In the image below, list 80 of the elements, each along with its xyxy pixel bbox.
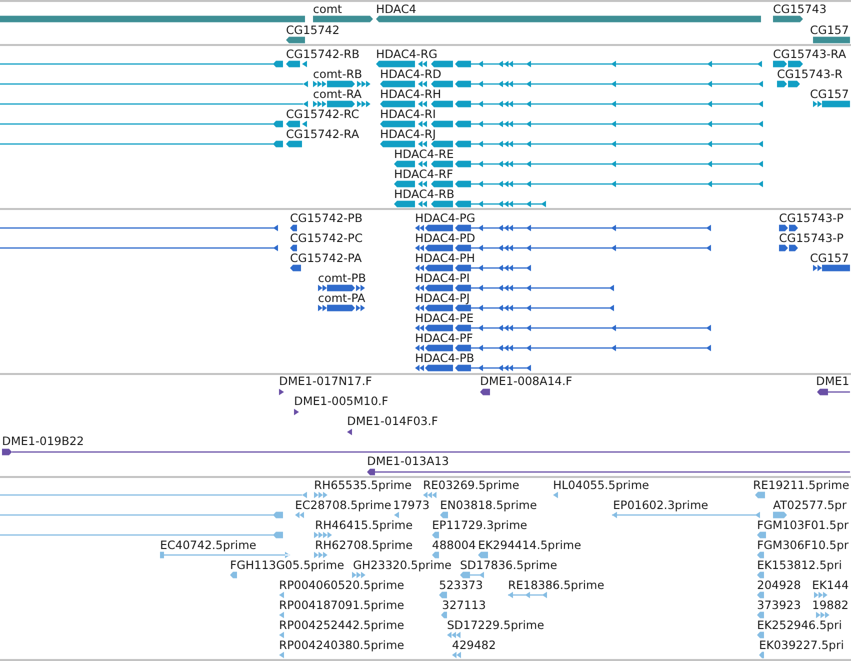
- transcript-label: CG15742-RA: [286, 128, 360, 140]
- est-label: RP004240380.5prime: [279, 639, 404, 651]
- clone-label: DME1-013A13: [367, 455, 449, 467]
- est-label: RP004060520.5prime: [279, 579, 404, 591]
- transcript-label: HDAC4-RF: [394, 168, 454, 180]
- est-label: 488004: [432, 539, 476, 551]
- est-label: EK039227.5pri: [759, 639, 844, 651]
- transcript-label: CG15742-RB: [286, 48, 360, 60]
- est-label: FGM103F01.5pr: [757, 519, 849, 531]
- protein-label: comt-PA: [318, 292, 366, 304]
- protein-label: CG157: [810, 252, 849, 264]
- protein-label: HDAC4-PD: [415, 232, 476, 244]
- protein-label: CG15742-PB: [290, 212, 362, 224]
- gene-label: CG157: [810, 24, 849, 36]
- est-label: 17973: [393, 499, 430, 511]
- protein-label: CG15743-P: [779, 212, 844, 224]
- est-label: RE03269.5prime: [423, 479, 520, 491]
- est-label: RE18386.5prime: [508, 579, 604, 591]
- clone-label: DME1-008A14.F: [480, 375, 572, 387]
- est-label: EC28708.5prime: [295, 499, 392, 511]
- est-label: EK252946.5pri: [757, 619, 842, 631]
- gene-label: CG15742: [286, 24, 340, 36]
- est-label: EP11729.3prime: [432, 519, 528, 531]
- est-label: SD17229.5prime: [447, 619, 544, 631]
- est-label: 429482: [452, 639, 496, 651]
- est-label: RP004252442.5prime: [279, 619, 404, 631]
- est-label: EK294414.5prime: [478, 539, 582, 551]
- est-label: GH23320.5prime: [353, 559, 452, 571]
- protein-label: HDAC4-PE: [415, 312, 474, 324]
- transcript-label: HDAC4-RH: [380, 88, 442, 100]
- transcript-label: CG15743-R: [777, 68, 843, 80]
- est-label: HL04055.5prime: [553, 479, 650, 491]
- transcript-label: HDAC4-RE: [394, 148, 454, 160]
- est-label: EP01602.3prime: [613, 499, 708, 511]
- est-label: 19882: [812, 599, 849, 611]
- est-label: EK153812.5pri: [757, 559, 842, 571]
- est-label: 373923: [757, 599, 801, 611]
- transcript-label: CG15743-RA: [773, 48, 846, 60]
- est-label: FGM306F10.5pr: [757, 539, 849, 551]
- protein-label: CG15743-P: [779, 232, 844, 244]
- est-label: RE19211.5prime: [753, 479, 850, 491]
- est-label: FGH113G05.5prime: [230, 559, 344, 571]
- est-label: EK144: [812, 579, 849, 591]
- est-label: RH46415.5prime: [315, 519, 413, 531]
- gene-label: HDAC4: [376, 3, 416, 15]
- est-label: EN03818.5prime: [440, 499, 537, 511]
- clone-label: DME1-005M10.F: [294, 395, 388, 407]
- transcript-label: CG157: [810, 88, 849, 100]
- protein-label: HDAC4-PJ: [415, 292, 470, 304]
- clone-label: DME1-014F03.F: [347, 415, 438, 427]
- transcript-label: HDAC4-RI: [380, 108, 436, 120]
- transcript-label: comt-RB: [313, 68, 362, 80]
- protein-label: HDAC4-PF: [415, 332, 474, 344]
- transcript-label: HDAC4-RD: [380, 68, 442, 80]
- protein-label: HDAC4-PG: [415, 212, 476, 224]
- gene-label: CG15743: [773, 3, 827, 15]
- est-label: 327113: [442, 599, 486, 611]
- protein-label: comt-PB: [318, 272, 366, 284]
- clone-label: DME1-017N17.F: [279, 375, 372, 387]
- transcript-label: HDAC4-RB: [394, 188, 454, 200]
- est-label: RP004187091.5prime: [279, 599, 404, 611]
- transcript-label: CG15742-RC: [286, 108, 360, 120]
- protein-label: CG15742-PC: [290, 232, 363, 244]
- protein-label: CG15742-PA: [290, 252, 362, 264]
- gene-label: comt: [313, 3, 342, 15]
- protein-label: HDAC4-PH: [415, 252, 476, 264]
- transcript-label: HDAC4-RJ: [380, 128, 436, 140]
- clone-label: DME1-019B22: [2, 435, 84, 447]
- est-label: 523373: [439, 579, 483, 591]
- est-label: EC40742.5prime: [160, 539, 256, 551]
- clone-label: DME1: [816, 375, 850, 387]
- transcript-label: comt-RA: [313, 88, 362, 100]
- transcript-label: HDAC4-RG: [376, 48, 438, 60]
- protein-label: HDAC4-PI: [415, 272, 470, 284]
- est-label: RH62708.5prime: [315, 539, 413, 551]
- est-label: RH65535.5prime: [314, 479, 412, 491]
- est-label: SD17836.5prime: [460, 559, 558, 571]
- protein-label: HDAC4-PB: [415, 352, 474, 364]
- est-label: AT02577.5pr: [773, 499, 847, 511]
- est-label: 204928: [757, 579, 801, 591]
